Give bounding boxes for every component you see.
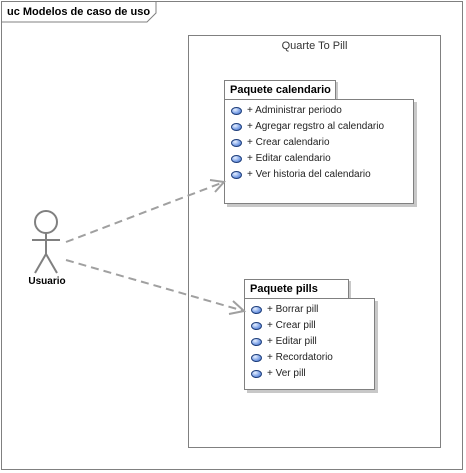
package-pills-body: + Borrar pill + Crear pill + Editar pill… — [244, 298, 375, 390]
usecase-icon — [251, 322, 262, 330]
usecase-icon — [251, 338, 262, 346]
usecase-icon — [251, 354, 262, 362]
usecase-label: + Crear pill — [267, 320, 316, 331]
system-boundary-title: Quarte To Pill — [281, 40, 348, 52]
usecase-label: + Ver historia del calendario — [247, 169, 371, 180]
usecase-label: + Administrar periodo — [247, 105, 342, 116]
package-calendario[interactable]: Paquete calendario + Administrar periodo… — [224, 80, 414, 208]
package-pills[interactable]: Paquete pills + Borrar pill + Crear pill… — [244, 279, 375, 390]
usecase-icon — [251, 306, 262, 314]
usecase-label: + Editar calendario — [247, 153, 331, 164]
frame-tab-outline — [2, 2, 157, 23]
package-pills-title: Paquete pills — [250, 283, 318, 295]
usecase-label: + Agregar regstro al calendario — [247, 121, 385, 132]
usecase-label: + Ver pill — [267, 368, 306, 379]
package-calendario-body: + Administrar periodo + Agregar regstro … — [224, 99, 414, 204]
usecase-label: + Recordatorio — [267, 352, 333, 363]
usecase-icon — [231, 107, 242, 115]
usecase-label: + Editar pill — [267, 336, 317, 347]
usecase-label: + Crear calendario — [247, 137, 330, 148]
package-pills-tab: Paquete pills — [244, 279, 349, 299]
usecase-icon — [231, 171, 242, 179]
frame-title: uc Modelos de caso de uso — [7, 6, 151, 18]
usecase-label: + Borrar pill — [267, 304, 319, 315]
usecase-icon — [251, 370, 262, 378]
package-calendario-tab: Paquete calendario — [224, 80, 336, 100]
frame-tab: uc Modelos de caso de uso — [2, 2, 157, 23]
package-calendario-title: Paquete calendario — [230, 84, 331, 96]
usecase-icon — [231, 155, 242, 163]
usecase-icon — [231, 139, 242, 147]
actor-usuario-label[interactable]: Usuario — [28, 276, 66, 287]
usecase-icon — [231, 123, 242, 131]
